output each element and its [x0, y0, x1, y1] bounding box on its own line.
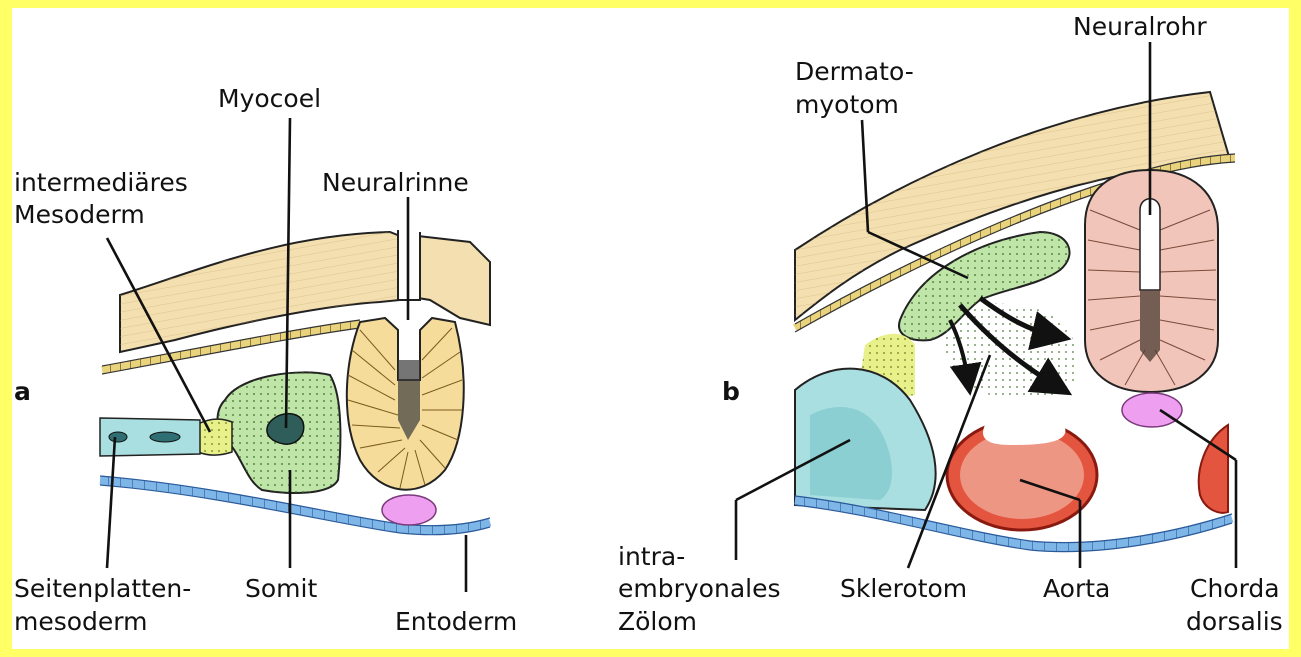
- label-intra-2: embryonales: [618, 574, 781, 603]
- label-intra-1: intra-: [618, 542, 685, 571]
- label-chorda-1: Chorda: [1190, 574, 1280, 603]
- label-entoderm-a: Entoderm: [395, 607, 517, 636]
- label-intermediaeres-1: intermediäres: [14, 168, 188, 197]
- label-myocoel: Myocoel: [218, 84, 321, 113]
- label-dermato-1: Dermato-: [795, 57, 914, 86]
- label-neuralrinne: Neuralrinne: [322, 168, 469, 197]
- label-neuralrohr: Neuralrohr: [1073, 12, 1207, 41]
- panel-a-drawing: [100, 230, 490, 535]
- label-seitenplatten-2: mesoderm: [14, 607, 148, 636]
- label-intra-3: Zölom: [618, 607, 697, 636]
- label-intermediaeres-2: Mesoderm: [14, 200, 145, 229]
- panel-b-drawing: [795, 92, 1235, 552]
- panel-letter-b: b: [722, 377, 740, 406]
- label-dermato-2: myotom: [795, 90, 899, 119]
- label-chorda-2: dorsalis: [1186, 607, 1283, 636]
- chorda-a: [382, 495, 436, 525]
- label-somit: Somit: [245, 574, 317, 603]
- label-seitenplatten-1: Seitenplatten-: [14, 574, 191, 603]
- panel-letter-a: a: [14, 377, 31, 406]
- ectoderm-a-right: [418, 236, 490, 325]
- label-aorta: Aorta: [1043, 574, 1110, 603]
- label-sklerotom: Sklerotom: [840, 574, 967, 603]
- chorda-b: [1122, 393, 1182, 427]
